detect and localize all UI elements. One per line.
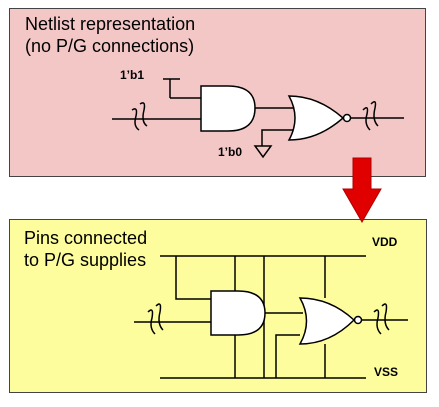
tie-low-label: 1’b0 [218,145,243,159]
wire-break-icon [147,303,164,335]
pins-title-line2: to P/G supplies [24,250,147,270]
wire-break-icon [362,101,379,131]
nor-gate-icon [287,95,352,141]
wire-break-icon [131,102,148,131]
wire-break-icon [373,303,390,335]
vdd-label: VDD [372,235,398,249]
tie-high-symbol [163,78,201,99]
tie-high-label: 1’b1 [120,68,145,82]
netlist-title-line2: (no P/G connections) [25,36,195,56]
down-arrow-icon [342,157,382,224]
and-gate-icon [200,85,256,132]
ground-icon [253,145,273,159]
vss-label: VSS [374,365,399,379]
and-gate-icon [210,290,266,336]
netlist-title-line1: Netlist representation [25,14,196,34]
nor-gate-icon [298,297,363,345]
pins-title-line1: Pins connected [24,228,148,248]
top-internal-wire [255,107,295,146]
